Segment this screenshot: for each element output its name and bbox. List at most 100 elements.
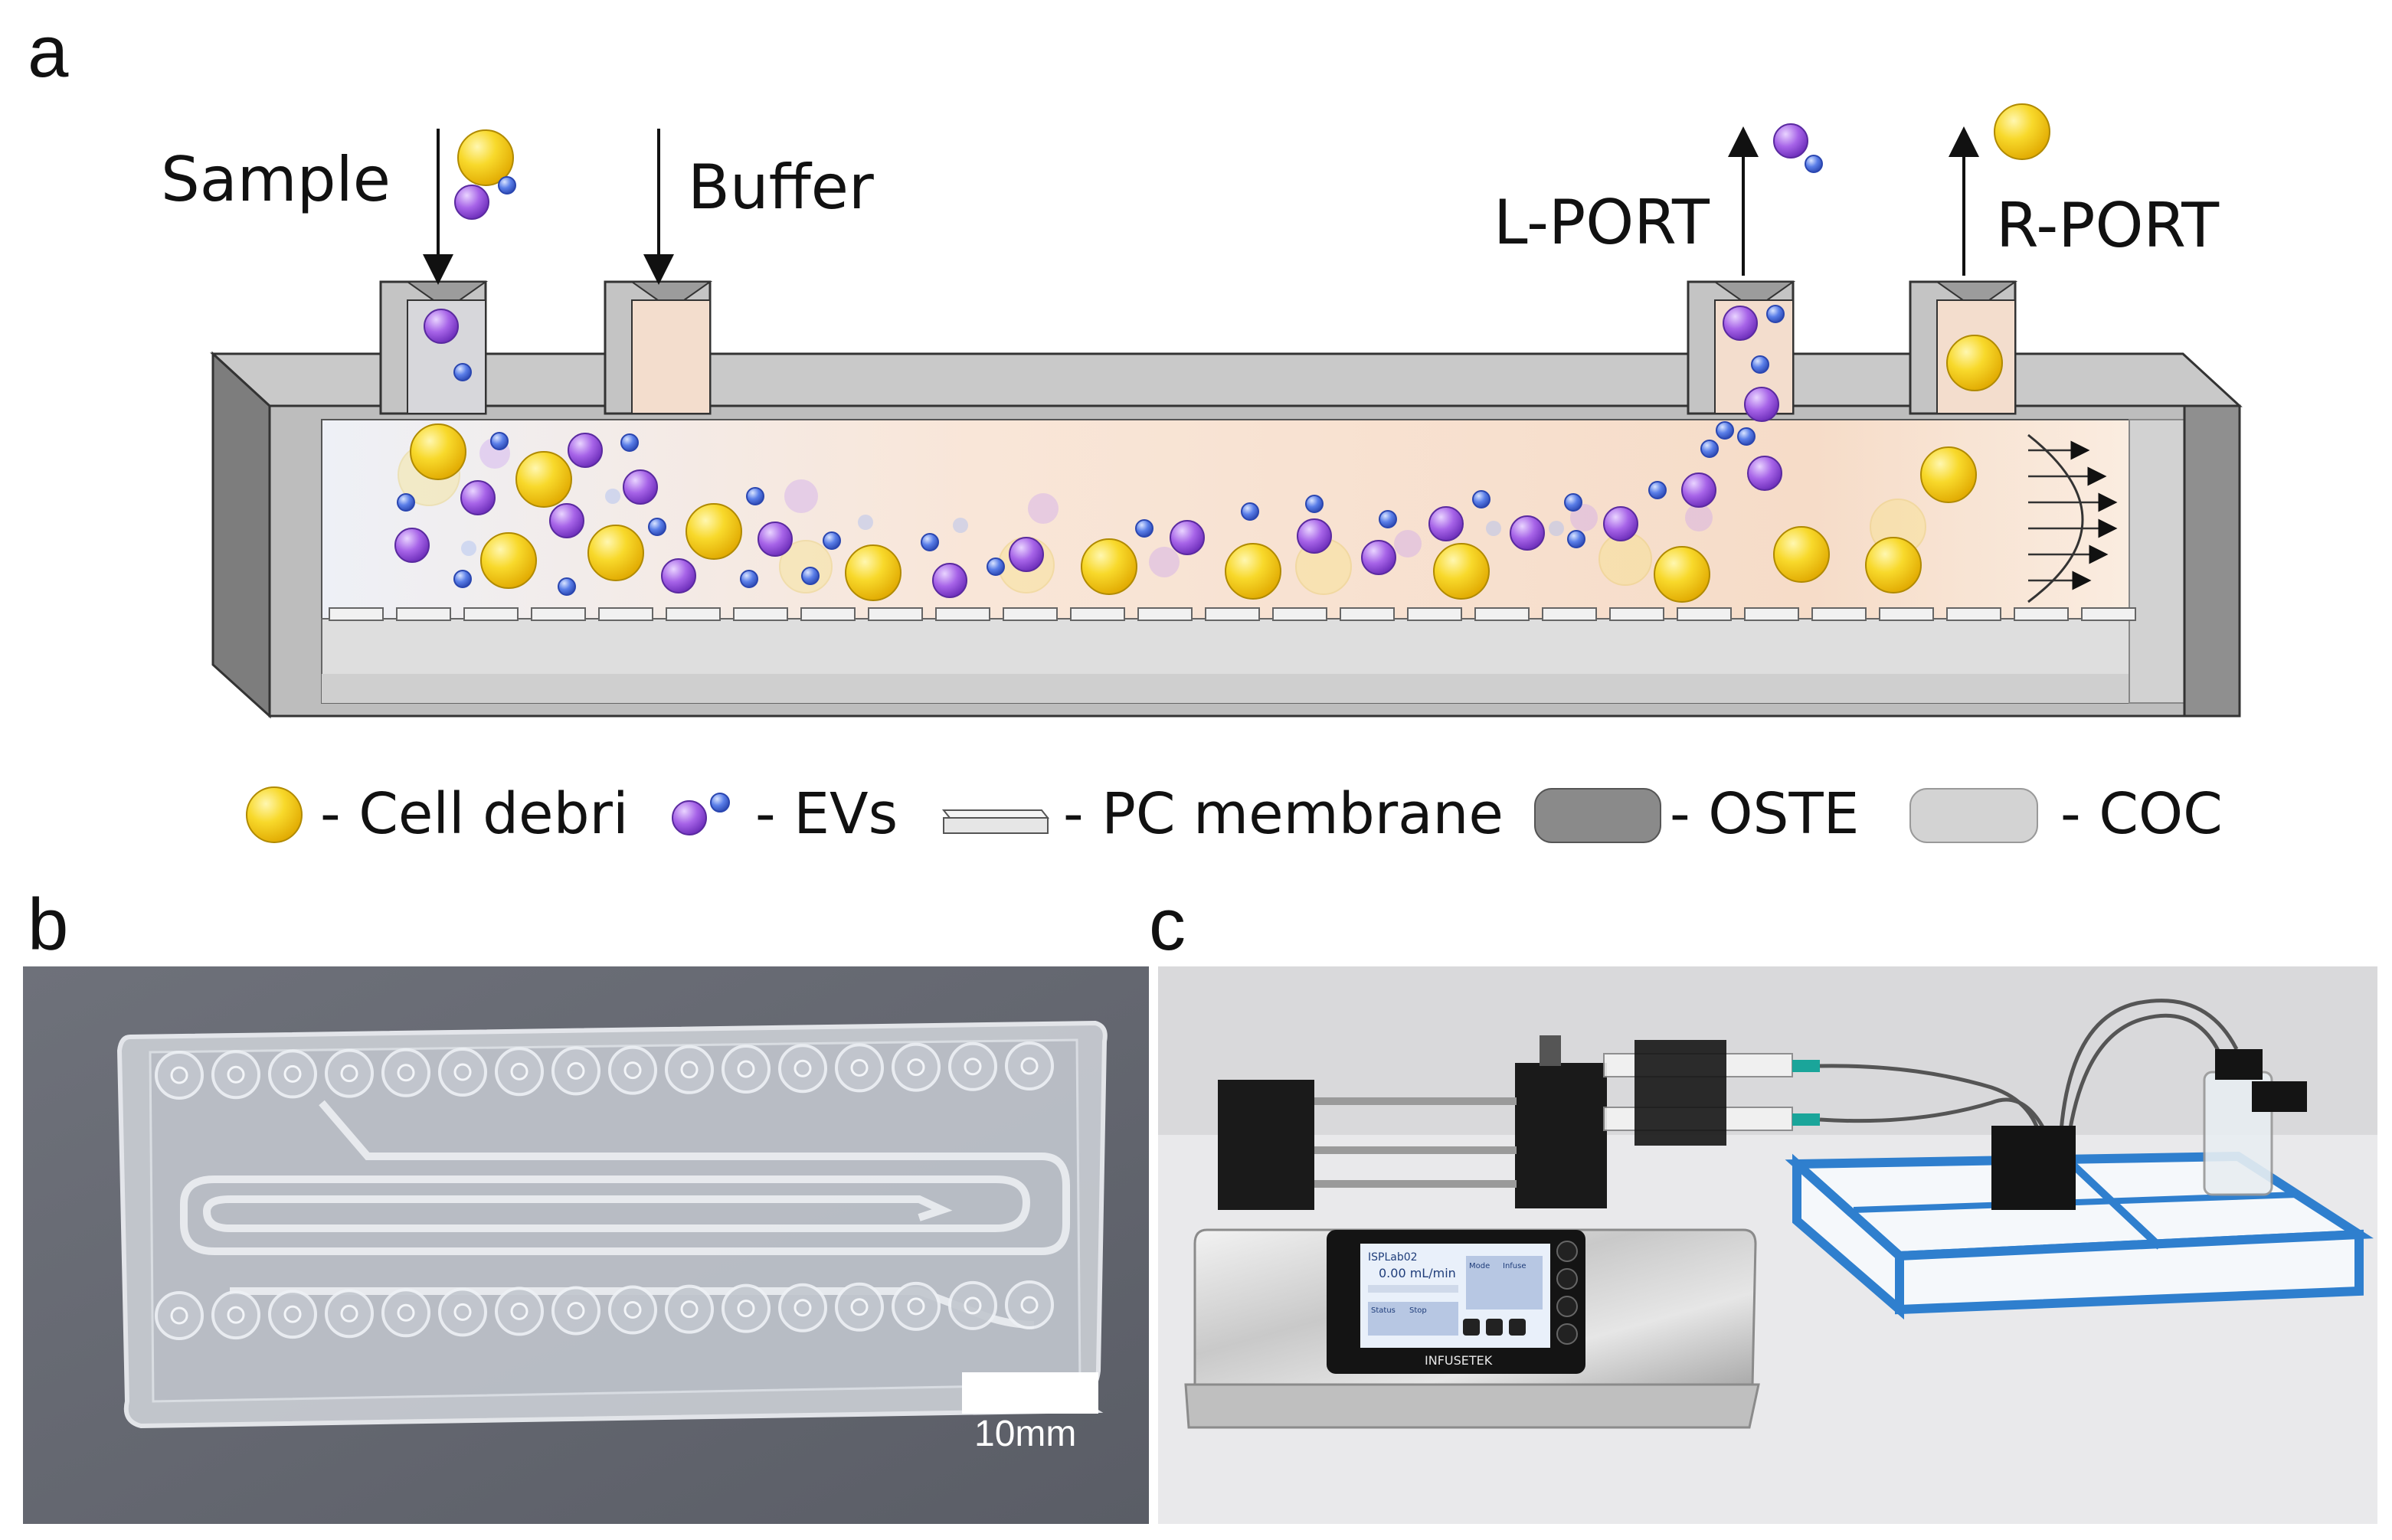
bottom-well-row xyxy=(155,1280,1054,1340)
ev-small-particle xyxy=(801,567,820,585)
screen-mode-label: Mode xyxy=(1469,1262,1490,1270)
debri-particle xyxy=(1081,538,1137,595)
ev-small-particle xyxy=(1305,495,1324,513)
chip-photo: 10mm xyxy=(23,966,1149,1524)
membrane-segment xyxy=(1272,607,1327,621)
ev-small-particle xyxy=(823,531,841,550)
membrane-segment xyxy=(935,607,990,621)
drive-knob xyxy=(1540,1035,1561,1066)
buffer-port xyxy=(604,280,713,415)
chip-well xyxy=(1005,1280,1054,1329)
membrane-segment xyxy=(329,607,384,621)
ev-small-particle xyxy=(1700,440,1719,458)
legend-evs-text: - EVs xyxy=(755,781,898,847)
membrane-segment xyxy=(868,607,923,621)
ev-small-particle-faint xyxy=(858,515,873,530)
ev-small-particle xyxy=(648,518,666,536)
chip-well xyxy=(438,1048,487,1097)
legend: - Cell debri - EVs - PC membrane - OSTE … xyxy=(246,781,2223,847)
ev-small-particle xyxy=(1241,502,1259,521)
chip-well xyxy=(835,1043,884,1093)
membrane-segment xyxy=(1946,607,2001,621)
ev-small-particle xyxy=(453,363,472,381)
legend-debri-swatch xyxy=(246,786,303,843)
membrane-segment xyxy=(1137,607,1193,621)
ev-particle xyxy=(758,522,793,557)
tube-4 xyxy=(2066,1013,2223,1143)
sample-port xyxy=(379,280,489,415)
chip-well xyxy=(381,1048,430,1097)
chip-well xyxy=(155,1291,204,1340)
ev-small-particle-faint xyxy=(605,489,620,504)
legend-cell-debri-text: - Cell debri xyxy=(320,781,629,847)
debri-particle xyxy=(1920,446,1977,503)
chip-well xyxy=(778,1044,827,1094)
ev-particle xyxy=(394,528,430,563)
ev-particle-faint xyxy=(784,479,818,513)
legend-membrane-swatch xyxy=(943,817,1049,834)
membrane-segment xyxy=(1205,607,1260,621)
annotations: Sample Buffer L-PORT R-PORT xyxy=(161,126,2220,285)
ev-particle xyxy=(1428,506,1464,541)
ev-particle-faint xyxy=(1149,547,1180,577)
ev-particle xyxy=(1723,306,1758,341)
debri-particle xyxy=(1994,103,2050,160)
membrane-segment xyxy=(666,607,721,621)
chip-well xyxy=(948,1041,997,1091)
ev-small-particle xyxy=(1472,490,1491,508)
ev-small-particle xyxy=(1737,427,1756,446)
ev-small-particle-faint xyxy=(461,541,476,556)
membrane-segment xyxy=(463,607,519,621)
chip-well xyxy=(211,1290,260,1340)
chip-well xyxy=(948,1280,997,1330)
l-port xyxy=(1687,280,1796,415)
chip-well xyxy=(381,1288,430,1338)
buffer-label: Buffer xyxy=(688,152,874,223)
vial-cap-2 xyxy=(2252,1081,2307,1112)
debri-particle-faint xyxy=(779,540,833,593)
screen-button-3 xyxy=(1509,1319,1526,1336)
membrane-segment xyxy=(2014,607,2069,621)
screen-status-value: Stop xyxy=(1409,1306,1427,1315)
ev-small-particle xyxy=(1564,493,1582,512)
chip-holder xyxy=(1991,1126,2076,1210)
chip-well xyxy=(665,1045,714,1094)
chip-well xyxy=(438,1287,487,1337)
l-port-label: L-PORT xyxy=(1494,187,1710,258)
chip-well xyxy=(835,1282,884,1332)
panel-c-letter: c xyxy=(1149,884,1186,966)
legend-coc: - COC xyxy=(1909,781,2223,847)
ev-particle xyxy=(1510,515,1545,551)
membrane-segment xyxy=(1542,607,1597,621)
legend-oste: - OSTE xyxy=(1534,781,1859,847)
tube-rack xyxy=(1785,1151,2374,1320)
membrane-segment xyxy=(1609,607,1664,621)
screen-status-label: Status xyxy=(1371,1306,1396,1315)
ev-small-particle xyxy=(1751,355,1769,374)
chip-well xyxy=(325,1289,374,1339)
ev-small-particle xyxy=(1379,510,1397,528)
legend-pc-membrane: - PC membrane xyxy=(941,781,1504,847)
device-left-face xyxy=(211,351,271,719)
ev-small-particle xyxy=(498,176,516,195)
chip-well xyxy=(325,1048,374,1098)
ev-particle-faint xyxy=(1394,530,1422,557)
ev-small-particle xyxy=(921,533,939,551)
ev-small-particle xyxy=(740,570,758,588)
pc-membrane xyxy=(329,607,2136,621)
membrane-segment xyxy=(1340,607,1395,621)
chip-well xyxy=(1005,1041,1054,1090)
chip-well xyxy=(722,1283,771,1333)
ev-particle xyxy=(460,480,496,515)
ev-small-particle xyxy=(1805,155,1823,173)
ev-small-particle xyxy=(746,487,764,505)
membrane-segment xyxy=(598,607,653,621)
ev-particle xyxy=(1744,387,1779,422)
ev-small-particle-faint xyxy=(953,518,968,533)
ev-small-particle-faint xyxy=(1486,521,1501,536)
ev-particle xyxy=(661,558,696,593)
debri-particle xyxy=(845,544,901,601)
chip-well xyxy=(551,1286,600,1336)
membrane-segment xyxy=(1070,607,1125,621)
ev-small-particle xyxy=(397,493,415,512)
